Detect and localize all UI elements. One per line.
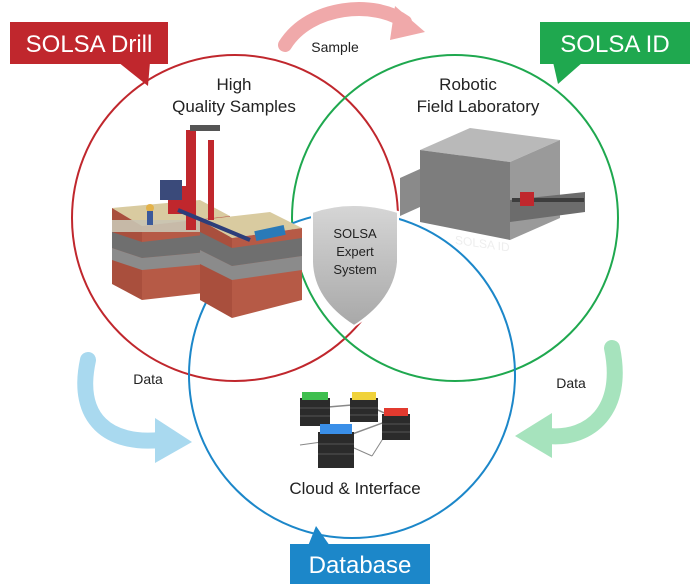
sample-arrow <box>278 2 425 52</box>
server-red-icon <box>382 408 410 440</box>
drill-tag: SOLSA Drill <box>10 22 168 86</box>
data-right-label: Data <box>556 375 586 391</box>
server-network-icon <box>299 392 410 468</box>
rfl-line1: Robotic <box>439 75 497 94</box>
data-left-label: Data <box>133 371 163 387</box>
server-yellow-icon <box>350 392 378 422</box>
expert-line1: SOLSA <box>333 226 377 241</box>
cloud-label: Cloud & Interface <box>289 479 420 498</box>
id-circle <box>291 54 619 382</box>
drill-tag-label: SOLSA Drill <box>26 31 153 58</box>
data-right-arrow <box>515 340 623 458</box>
robotic-lab-machine-illustration: SOLSA ID <box>400 128 585 255</box>
hq-line2: Quality Samples <box>172 97 296 116</box>
data-left-arrow <box>77 352 192 463</box>
drill-rig-illustration <box>112 125 302 318</box>
expert-shield: SOLSA Expert System <box>311 204 399 328</box>
expert-line2: Expert <box>336 244 374 259</box>
server-blue-icon <box>318 424 354 468</box>
server-green-icon <box>300 392 330 426</box>
rfl-line2: Field Laboratory <box>417 97 540 116</box>
sample-label: Sample <box>311 39 359 55</box>
id-tag: SOLSA ID <box>540 22 690 84</box>
hq-line1: High <box>217 75 252 94</box>
database-tag-label: Database <box>309 552 412 579</box>
id-tag-label: SOLSA ID <box>560 31 669 58</box>
database-tag: Database <box>290 526 430 584</box>
expert-line3: System <box>333 262 376 277</box>
